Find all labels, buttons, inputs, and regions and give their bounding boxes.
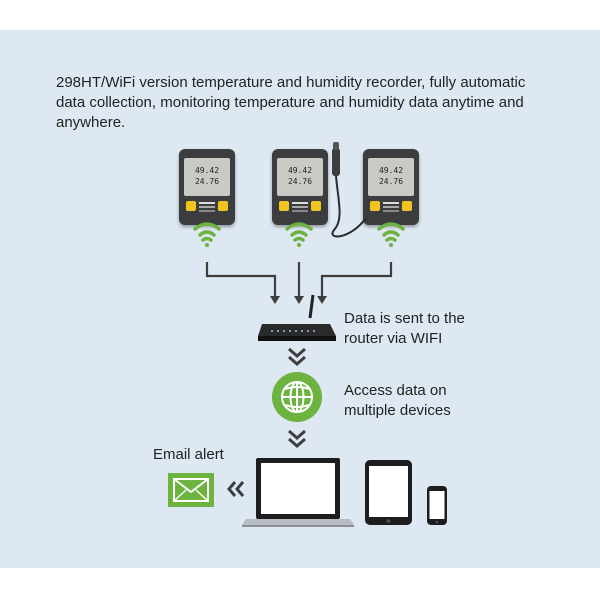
tablet-icon [365, 460, 412, 525]
description-text: 298HT/WiFi version temperature and humid… [56, 74, 526, 131]
recorder-device-2: 49.42 24.76 [272, 149, 328, 225]
screen-temperature: 24.76 [287, 177, 313, 186]
screen-temperature: 24.76 [378, 177, 404, 186]
router-label: Data is sent to the router via WIFI [344, 309, 465, 349]
cloud-label-line1: Access data on [344, 382, 447, 399]
screen-temperature: 24.76 [194, 177, 220, 186]
signal-arrows [205, 262, 393, 298]
device-screen: 49.42 24.76 [277, 158, 323, 196]
phone-icon [427, 486, 447, 525]
recorder-device-3: 49.42 24.76 [363, 149, 419, 225]
device-screen: 49.42 24.76 [368, 158, 414, 196]
chevron-down-icon [288, 429, 306, 448]
device-screen: 49.42 24.76 [184, 158, 230, 196]
router-label-line1: Data is sent to the [344, 310, 465, 327]
recorder-device-1: 49.42 24.76 [179, 149, 235, 225]
email-icon [168, 473, 214, 507]
screen-humidity: 49.42 [287, 166, 313, 175]
screen-humidity: 49.42 [194, 166, 220, 175]
probe-sensor-icon [331, 142, 367, 238]
wifi-signal-icon [193, 222, 221, 247]
router-label-line2: router via WIFI [344, 330, 443, 347]
arrow-heads [270, 296, 327, 304]
router-icon [258, 294, 336, 341]
screen-humidity: 49.42 [378, 166, 404, 175]
cloud-label: Access data on multiple devices [344, 381, 451, 421]
cloud-label-line2: multiple devices [344, 402, 451, 419]
chevron-down-icon [288, 347, 306, 366]
globe-icon [272, 372, 322, 422]
laptop-icon [242, 458, 354, 527]
wifi-signal-icon [377, 222, 405, 247]
chevron-left-icon [227, 481, 245, 497]
email-alert-label: Email alert [153, 446, 224, 463]
wifi-signal-icon [285, 222, 313, 247]
